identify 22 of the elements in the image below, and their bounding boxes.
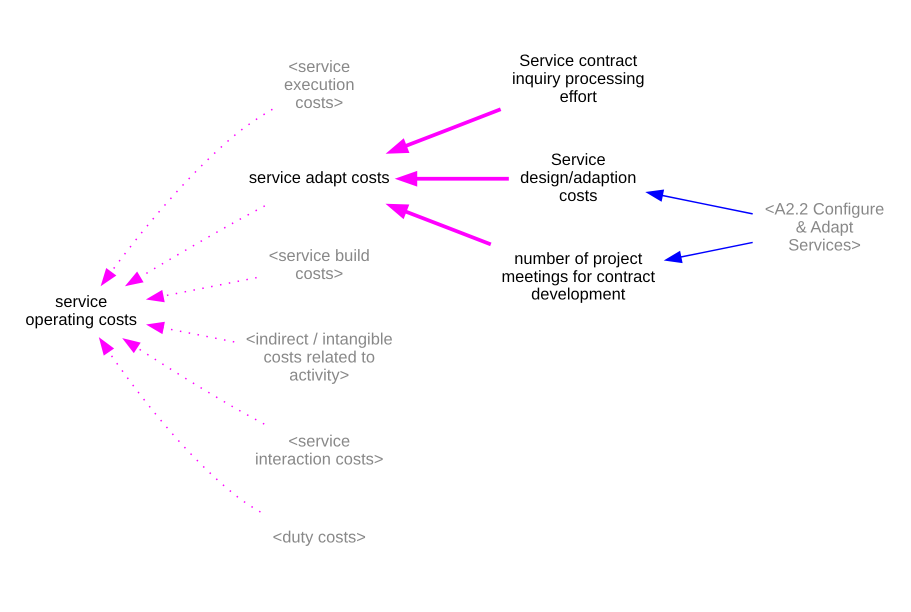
arrow (664, 242, 753, 264)
arrow (100, 108, 273, 286)
arrow (385, 204, 492, 246)
node-text: <indirect / intangible costs related to activity> (246, 330, 393, 385)
node-text: service operating costs (25, 293, 138, 330)
arrow (98, 337, 261, 513)
node-text: <A2.2 Configure & Adapt Services> (764, 200, 884, 254)
arrow (146, 322, 234, 343)
node-text: <service interaction costs> (255, 432, 384, 468)
node-text: Service design/adaption costs (520, 150, 636, 205)
node-text: <service build costs> (268, 246, 370, 283)
arrow (124, 205, 266, 286)
node-text: number of project meetings for contract development (501, 250, 656, 304)
node-text: service adapt costs (248, 168, 390, 187)
arrow (394, 170, 509, 187)
node-text: <service execution costs> (284, 58, 354, 112)
arrow (645, 189, 753, 215)
arrow (122, 338, 265, 425)
arrow (386, 108, 502, 154)
arrow (146, 276, 257, 302)
node-text: Service contract inquiry processing effort (512, 52, 645, 106)
node-text: <duty costs> (272, 528, 366, 546)
